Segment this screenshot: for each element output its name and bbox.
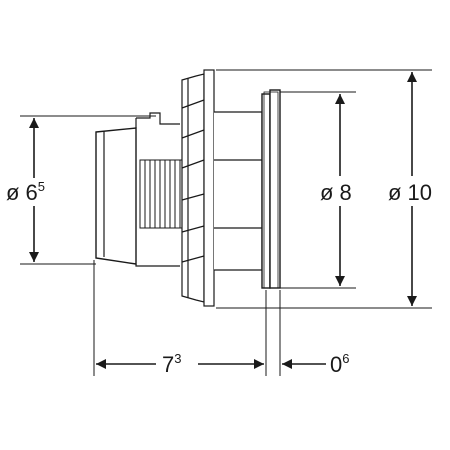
- label-gaps: [2, 176, 446, 378]
- cover-plate: [261, 89, 281, 289]
- depth-label: 73: [162, 351, 181, 377]
- offset-label: 06: [330, 351, 349, 377]
- housing-body: [214, 111, 263, 271]
- extension-lines: [20, 69, 432, 376]
- part-outline: [95, 69, 281, 307]
- button-cap: [95, 127, 137, 265]
- ribbed-nut: [181, 69, 215, 307]
